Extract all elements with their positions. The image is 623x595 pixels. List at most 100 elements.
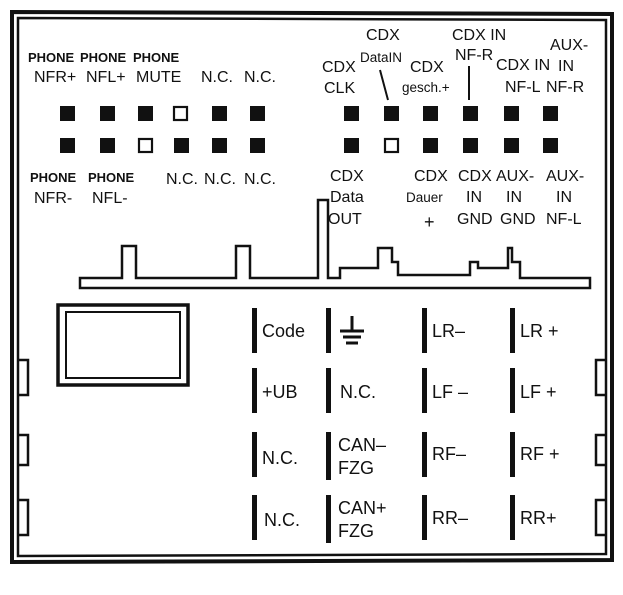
pin — [100, 106, 115, 121]
pin-label-aux-in-nfr-line1: AUX- — [550, 37, 588, 54]
pin-label-cdx-dauer-line2: Dauer — [406, 190, 443, 205]
pin — [100, 138, 115, 153]
pin-empty — [172, 105, 189, 122]
pin-label-lr-minus: LR– — [432, 321, 465, 341]
datain-leader-line — [379, 69, 389, 101]
pin — [138, 106, 153, 121]
pin-label-cdx-in-nfr-line1: CDX IN — [452, 27, 506, 44]
pin-bar — [252, 368, 257, 413]
pin-label-nc-lower-2: N.C. — [264, 510, 300, 530]
pin — [504, 106, 519, 121]
pin-label-cdx-clk-line2: CLK — [324, 80, 355, 97]
top-left-lower-pin-row — [60, 137, 265, 154]
pin-bar — [510, 368, 515, 413]
pin-label-phone-mute-line1: PHONE — [133, 50, 180, 65]
ground-icon — [340, 316, 364, 345]
pin-label-phone-nfl-minus-line2: NFL- — [92, 190, 128, 207]
housing-side-notches — [18, 358, 606, 537]
pin-label-cdx-in-nfl-line2: NF-L — [505, 79, 541, 96]
pin-bar — [326, 308, 331, 353]
pin — [463, 138, 478, 153]
pin-label-lf-plus: LF + — [520, 382, 557, 402]
pin — [384, 106, 399, 121]
pin — [543, 106, 558, 121]
top-left-upper-pin-row — [60, 105, 265, 122]
pin-label-phone-nfl-plus-line2: NFL+ — [86, 69, 126, 86]
pin-label-nc-bottom-1: N.C. — [166, 171, 198, 188]
pin — [423, 138, 438, 153]
connector-housing-inner-outline — [16, 16, 608, 558]
pin-label-nc-lower-1: N.C. — [262, 448, 298, 468]
pin — [344, 138, 359, 153]
pin-label-cdx-dauer-line1: CDX — [414, 168, 448, 185]
top-right-block: CDX CLK CDX DataIN CDX gesch.+ CDX IN NF… — [322, 27, 588, 232]
pin-label-aux-in-gnd-line1: AUX- — [496, 168, 534, 185]
pin-label-rr-minus: RR– — [432, 508, 468, 528]
pin-label-phone-nfl-plus-line1: PHONE — [80, 50, 127, 65]
pin — [212, 106, 227, 121]
pin-bar — [326, 495, 331, 543]
pin-bar — [510, 432, 515, 477]
pin-label-can-minus-fzg-line1: CAN– — [338, 435, 386, 455]
pin-label-lf-minus: LF – — [432, 382, 468, 402]
pin-bar — [422, 308, 427, 353]
pin — [344, 106, 359, 121]
pin-label-can-plus-fzg-line2: FZG — [338, 521, 374, 541]
pin-bar — [326, 368, 331, 413]
top-right-lower-pin-row — [344, 137, 558, 154]
pin-label-phone-nfl-minus-line1: PHONE — [88, 170, 135, 185]
pin — [60, 138, 75, 153]
pin-label-nc-col2: N.C. — [340, 382, 376, 402]
pin-label-aux-in-nfl-line1: AUX- — [546, 168, 584, 185]
pin-label-cdx-in-nfl-line1: CDX IN — [496, 57, 550, 74]
pin — [212, 138, 227, 153]
pin-label-cdx-in-gnd-line2: IN — [466, 189, 482, 206]
pin-bar — [422, 432, 427, 477]
pin-label-phone-nfr-plus-line1: PHONE — [28, 50, 75, 65]
pin-label-cdx-gesch-line2: gesch.+ — [402, 80, 450, 95]
connector-housing-outline — [10, 9, 614, 565]
pin-label-can-plus-fzg-line1: CAN+ — [338, 498, 387, 518]
pin-label-nc-bottom-3: N.C. — [244, 171, 276, 188]
pin — [423, 106, 438, 121]
pin-label-rr-plus: RR+ — [520, 508, 557, 528]
pin-label-cdx-data-out-line2: Data — [330, 189, 364, 206]
pin-empty — [383, 137, 400, 154]
pin-bar — [510, 495, 515, 540]
connector-latch-window-inner — [65, 311, 181, 379]
pin-bar — [326, 432, 331, 480]
pin-label-cdx-data-out-line3: OUT — [328, 211, 362, 228]
pin — [504, 138, 519, 153]
pin-label-plus-ub: +UB — [262, 382, 298, 402]
pin-label-phone-nfr-minus-line2: NFR- — [34, 190, 72, 207]
pin-label-cdx-in-gnd-line1: CDX — [458, 168, 492, 185]
pin-label-aux-in-nfl-line2: IN — [556, 189, 572, 206]
pin-label-lr-plus: LR + — [520, 321, 559, 341]
top-right-upper-pin-row — [344, 106, 558, 121]
bottom-connector-grid: Code +UB N.C. N.C. N.C. CAN– FZG CAN+ FZ… — [252, 308, 560, 543]
top-left-block: PHONE NFR+ PHONE NFL+ PHONE MUTE N.C. N.… — [28, 50, 276, 207]
pin-label-nc-bottom-2: N.C. — [204, 171, 236, 188]
pin-label-cdx-datain-line2: DataIN — [360, 50, 402, 65]
pin-bar — [252, 308, 257, 353]
pin-label-aux-in-gnd-line2: IN — [506, 189, 522, 206]
pin-label-code: Code — [262, 321, 305, 341]
pin — [543, 138, 558, 153]
pin-label-phone-mute-line2: MUTE — [136, 69, 181, 86]
connector-latch-window — [56, 303, 190, 387]
pin-label-rf-plus: RF + — [520, 444, 560, 464]
pin-label-cdx-in-nfr-line2: NF-R — [455, 47, 493, 64]
pin-label-cdx-gesch-line1: CDX — [410, 59, 444, 76]
pin-label-can-minus-fzg-line2: FZG — [338, 458, 374, 478]
pin-bar — [510, 308, 515, 353]
pin-label-nc-top-2: N.C. — [244, 69, 276, 86]
connector-divider-rail — [78, 198, 592, 290]
pin-label-aux-in-nfl-line3: NF-L — [546, 211, 582, 228]
pin-label-aux-in-gnd-line3: GND — [500, 211, 536, 228]
pin-bar — [252, 432, 257, 477]
pin — [250, 138, 265, 153]
pin-label-rf-minus: RF– — [432, 444, 466, 464]
pin — [250, 106, 265, 121]
pin-empty — [137, 137, 154, 154]
